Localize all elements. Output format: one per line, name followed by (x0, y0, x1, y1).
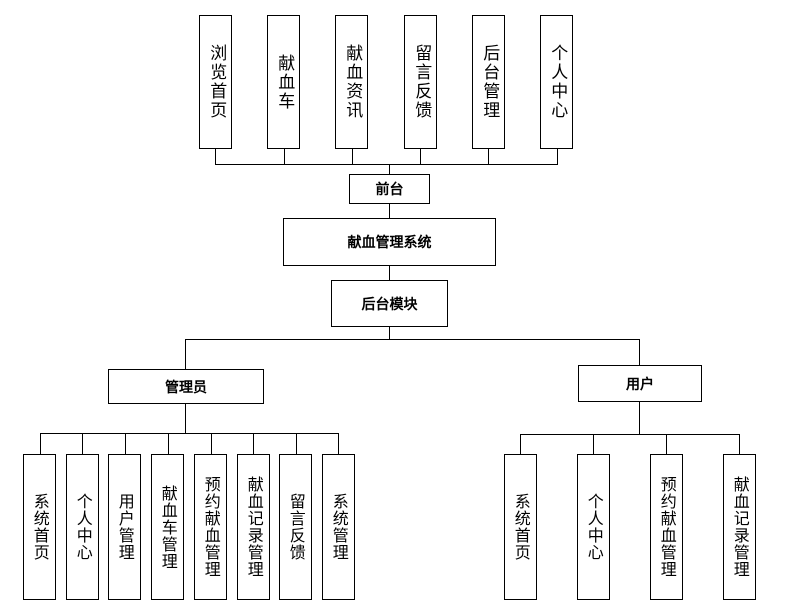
connector-line (82, 433, 83, 454)
system-node: 献血管理系统 (283, 218, 496, 266)
connector-line (420, 149, 421, 165)
connector-line (215, 149, 216, 165)
front-item-personal-center: 个人中心 (540, 15, 573, 149)
connector-line (125, 433, 126, 454)
front-item-browse-home: 浏览首页 (199, 15, 232, 149)
connector-line (389, 266, 390, 280)
connector-line (40, 433, 41, 454)
user-item-system-home: 系统首页 (504, 454, 537, 600)
backend-node: 后台模块 (331, 280, 448, 327)
connector-line (593, 434, 594, 454)
connector-line (352, 149, 353, 165)
connector-line (389, 204, 390, 218)
front-item-blood-bus: 献血车 (267, 15, 300, 149)
connector-line (739, 434, 740, 454)
connector-line (639, 339, 640, 365)
admin-item-donation-record-mgmt: 献血记录管理 (237, 454, 270, 600)
connector-line (185, 404, 186, 434)
connector-line (557, 149, 558, 165)
connector-line (639, 402, 640, 435)
admin-item-blood-bus-mgmt: 献血车管理 (151, 454, 184, 600)
connector-line (284, 149, 285, 165)
connector-line (338, 433, 339, 454)
admin-item-appointment-mgmt: 预约献血管理 (194, 454, 227, 600)
connector-line (185, 339, 186, 369)
user-item-donation-record-mgmt: 献血记录管理 (723, 454, 756, 600)
user-node: 用户 (578, 365, 702, 402)
front-node: 前台 (349, 174, 430, 204)
user-item-appointment-mgmt: 预约献血管理 (650, 454, 683, 600)
connector-line (211, 433, 212, 454)
admin-item-system-home: 系统首页 (23, 454, 56, 600)
connector-line (215, 164, 558, 165)
admin-item-system-mgmt: 系统管理 (322, 454, 355, 600)
connector-line (168, 433, 169, 454)
connector-line (666, 434, 667, 454)
admin-node: 管理员 (108, 369, 264, 404)
front-item-backend-mgmt: 后台管理 (472, 15, 505, 149)
connector-line (520, 434, 740, 435)
front-item-feedback: 留言反馈 (404, 15, 437, 149)
admin-item-user-mgmt: 用户管理 (108, 454, 141, 600)
connector-line (488, 149, 489, 165)
front-item-blood-news: 献血资讯 (335, 15, 368, 149)
connector-line (520, 434, 521, 454)
admin-item-feedback: 留言反馈 (279, 454, 312, 600)
connector-line (185, 339, 640, 340)
connector-line (389, 164, 390, 174)
connector-line (253, 433, 254, 454)
connector-line (40, 433, 339, 434)
user-item-personal-center: 个人中心 (577, 454, 610, 600)
admin-item-personal-center: 个人中心 (66, 454, 99, 600)
connector-line (389, 327, 390, 340)
connector-line (296, 433, 297, 454)
